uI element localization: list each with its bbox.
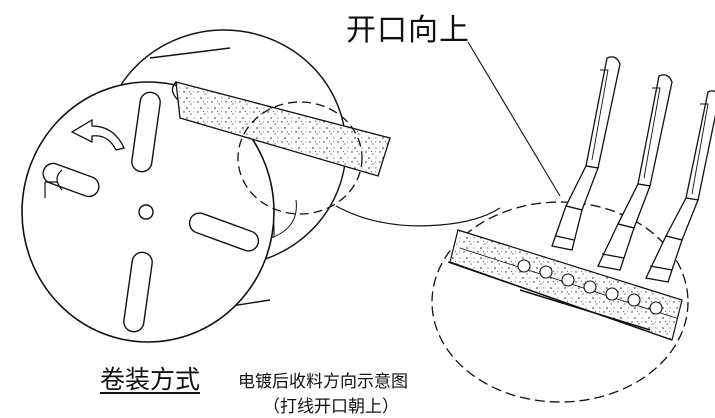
detail-connector bbox=[335, 205, 501, 227]
leader-line bbox=[467, 41, 561, 197]
reel-slot-bottom bbox=[123, 251, 153, 333]
reel-center-hole bbox=[138, 204, 154, 220]
label-opening-up: 开口向上 bbox=[346, 13, 470, 48]
terminal-pin-1 bbox=[551, 56, 621, 251]
label-description-line1: 电镀后收料方向示意图 bbox=[238, 372, 408, 392]
curved-arrow-icon bbox=[70, 118, 125, 151]
reel-slot-left bbox=[42, 162, 100, 198]
reel-front-flange bbox=[21, 81, 275, 343]
reel-slot-right bbox=[188, 212, 260, 252]
terminal-pin-2 bbox=[597, 74, 673, 271]
tape-strip-upper bbox=[175, 81, 391, 177]
terminal-pin-3 bbox=[645, 90, 715, 283]
detail-circle-small bbox=[237, 101, 363, 215]
label-reel-packing: 卷装方式 bbox=[100, 365, 201, 394]
detail-circle-large bbox=[431, 201, 689, 403]
terminal-pins bbox=[551, 56, 715, 283]
reel-slot-top bbox=[131, 91, 161, 173]
reel-hub-top bbox=[149, 47, 231, 59]
carrier-tape bbox=[171, 81, 391, 177]
tape-detail bbox=[447, 229, 683, 341]
label-description-line2: （打线开口朝上） bbox=[263, 397, 399, 417]
reel bbox=[21, 29, 347, 343]
